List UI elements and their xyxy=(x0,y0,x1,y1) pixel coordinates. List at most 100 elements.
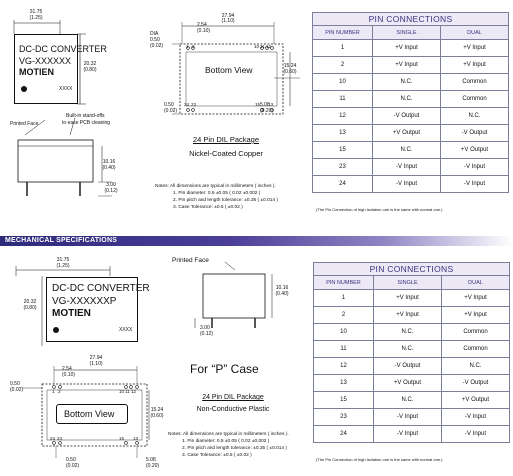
table-cell: -V Input xyxy=(440,175,509,193)
bottom-pin-label-2: 2 xyxy=(58,389,61,394)
bottom-pin-label-10: 10 xyxy=(119,389,125,394)
top-note-2: 2. Pin pitch and length tolerance: ±0.35… xyxy=(173,198,278,203)
table-cell: +V Input xyxy=(373,306,442,324)
table-cell: -V Output xyxy=(372,107,441,125)
table-cell: 1 xyxy=(313,289,374,307)
bottom-note-2: 2. Pin pitch and length tolerance: ±0.35… xyxy=(182,446,287,451)
bottom-pin-table-header: PIN NUMBER xyxy=(313,275,374,290)
top-pins-width-dim-in: (1.10) xyxy=(221,18,235,24)
bottom-pin-table-header: DUAL xyxy=(441,275,510,290)
section-header-bar: MECHANICAL SPECIFICATIONS xyxy=(0,236,513,246)
top-package-subtitle: Nickel-Coated Copper xyxy=(189,149,263,158)
top-pitch-dim-in: (0.10) xyxy=(197,28,211,34)
bottom-note-1: 1. Pin diameter: 0.5 ±0.05 ( 0.02 ±0.002… xyxy=(182,439,270,444)
top-pin-table-title: PIN CONNECTIONS xyxy=(312,12,509,26)
bottom-pins-width-dim-in: (1.10) xyxy=(89,361,103,367)
standoffs-label-1: Built-in stand-offs xyxy=(66,113,105,119)
bottom-pin-label-15: 15 xyxy=(119,436,125,441)
top-row-dim: 15.24 xyxy=(283,63,297,69)
top-pin-table-header: DUAL xyxy=(440,25,509,40)
top-pins-width-dim: 27.94 xyxy=(221,13,235,19)
table-cell: +V Input xyxy=(441,289,510,307)
table-cell: +V Input xyxy=(440,56,509,74)
bottom-height-dim: 20.32 xyxy=(23,299,37,305)
bottom-thick-dim: 10.16 xyxy=(275,285,289,291)
table-cell: Common xyxy=(441,323,510,341)
top-side-off-dim-in: (0.20) xyxy=(260,108,274,114)
table-row: 23-V Input-V Input xyxy=(313,408,510,426)
top-printed-face-label: Printed Face xyxy=(10,121,39,127)
table-cell: 11 xyxy=(312,90,373,108)
top-edge-dim: 0.50 xyxy=(164,102,174,108)
table-cell: 24 xyxy=(312,175,373,193)
bottom-converter-line1: DC-DC CONVERTER xyxy=(52,283,150,294)
top-pin-table-header: PIN NUMBER xyxy=(312,25,373,40)
table-cell: -V Input xyxy=(373,425,442,443)
bottom-converter-case: DC-DC CONVERTER VG-XXXXXXP MOTIEN XXXX xyxy=(46,277,150,342)
top-pin-label-23: 23 xyxy=(191,102,197,107)
table-cell: Common xyxy=(441,340,510,358)
table-cell: -V Output xyxy=(373,357,442,375)
table-row: 2+V Input+V Input xyxy=(312,56,509,74)
pin1-marker-dot xyxy=(21,86,27,92)
table-cell: 12 xyxy=(312,107,373,125)
bottom-side-off-dim-in: (0.20) xyxy=(146,463,160,469)
top-note-1: 1. Pin diameter: 0.5 ±0.05 ( 0.02 ±0.002… xyxy=(173,191,261,196)
bottom-row-dim-in: (0.60) xyxy=(150,413,164,419)
top-side-off-dim: 5.08 xyxy=(260,102,270,108)
bottom-pin-label-23: 23 xyxy=(57,436,63,441)
table-cell: +V Output xyxy=(441,391,510,409)
top-dia-dim-in: (0.02) xyxy=(150,43,164,49)
top-row-dim-in: (0.60) xyxy=(283,69,297,75)
p-case-label: For “P” Case xyxy=(190,362,259,376)
top-pin-label-13: 13 xyxy=(268,102,274,107)
table-cell: N.C. xyxy=(372,73,441,91)
table-row: 2+V Input+V Input xyxy=(313,306,510,324)
bottom-view-badge: Bottom View xyxy=(56,404,128,424)
top-bottom-view-label: Bottom View xyxy=(205,65,253,75)
table-row: 24-V Input-V Input xyxy=(312,175,509,193)
table-row: 1+V Input+V Input xyxy=(312,39,509,57)
top-pin-table-header: SINGLE xyxy=(372,25,441,40)
table-cell: +V Output xyxy=(373,374,442,392)
top-pin-table-footnote: (The Pin Connection of high isolation on… xyxy=(316,207,443,212)
table-cell: N.C. xyxy=(440,107,509,125)
table-cell: -V Input xyxy=(441,408,510,426)
top-converter-case: DC-DC CONVERTER VG-XXXXXX MOTIEN XXXX xyxy=(14,34,107,104)
bottom-dimension-lines xyxy=(15,261,273,458)
table-cell: +V Input xyxy=(441,306,510,324)
table-cell: +V Input xyxy=(440,39,509,57)
bottom-converter-line2: VG-XXXXXXP xyxy=(52,296,117,307)
bottom-pin-label-1: 1 xyxy=(52,389,55,394)
table-cell: +V Output xyxy=(440,141,509,159)
bottom-thick-dim-in: (0.40) xyxy=(275,291,289,297)
top-thick-dim: 10.16 xyxy=(102,159,116,165)
top-note-0: Notes: All dimensions are typical in mil… xyxy=(155,184,276,189)
table-row: 1+V Input+V Input xyxy=(313,289,510,307)
bottom-converter-brand: MOTIEN xyxy=(52,308,91,319)
table-cell: N.C. xyxy=(441,357,510,375)
top-pin-label-1: 1 xyxy=(186,44,189,49)
table-cell: Common xyxy=(440,73,509,91)
bottom-package-subtitle: Non-Conductive Plastic xyxy=(196,406,270,413)
bottom-height-dim-in: (0.80) xyxy=(23,305,37,311)
bottom-edge-dim: 0.50 xyxy=(10,381,20,387)
section-title: MECHANICAL SPECIFICATIONS xyxy=(5,237,118,244)
table-cell: N.C. xyxy=(373,323,442,341)
table-cell: 24 xyxy=(313,425,374,443)
table-cell: +V Input xyxy=(372,56,441,74)
table-row: 24-V Input-V Input xyxy=(313,425,510,443)
top-converter-line2: VG-XXXXXX xyxy=(19,56,72,66)
standoffs-label-2: to ease PCB cleaning xyxy=(62,120,111,126)
bottom-width-dim: 31.75 xyxy=(56,257,70,263)
bottom-pin-table-footnote: (The Pin Connection of high isolation on… xyxy=(316,457,443,462)
top-dia-label: DIA xyxy=(150,31,159,37)
top-thick-dim-in: (0.40) xyxy=(102,165,116,171)
table-cell: 2 xyxy=(313,306,374,324)
top-pinlen-dim-in: (0.12) xyxy=(104,188,118,194)
table-cell: 15 xyxy=(312,141,373,159)
